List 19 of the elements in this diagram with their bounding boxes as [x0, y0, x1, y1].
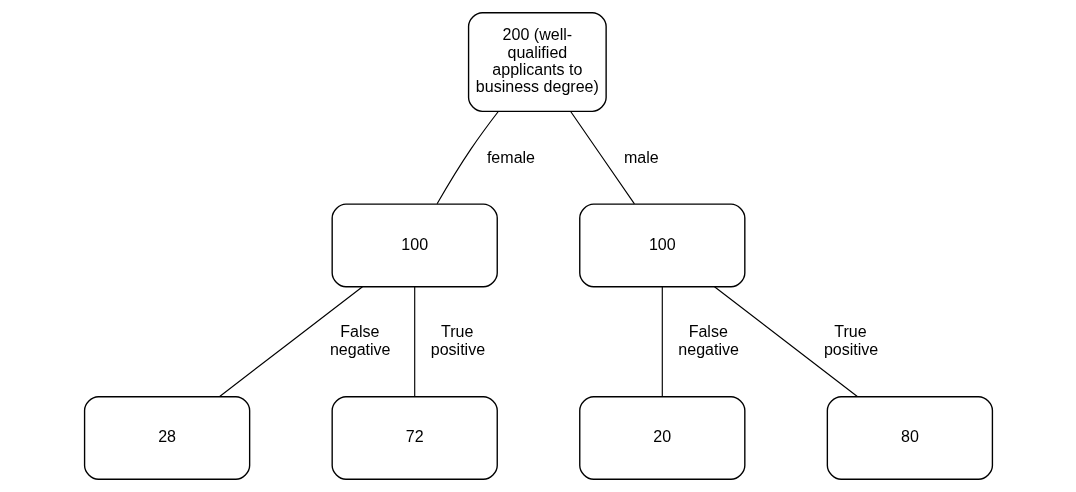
edge-label: False negative: [329, 322, 391, 358]
connector: [218, 286, 363, 398]
edge-label: male: [623, 147, 659, 166]
node-box: 100: [578, 203, 746, 288]
node-box: 100: [331, 203, 498, 288]
edge-label: female: [486, 147, 535, 166]
node-box: 20: [578, 396, 746, 480]
connector: [436, 110, 499, 205]
edge-label: False negative: [677, 322, 739, 358]
node-box: 28: [83, 396, 250, 480]
node-box: 200 (well-qualified applicants to business degree): [467, 12, 607, 112]
connector: [661, 286, 663, 398]
connector: [569, 111, 635, 205]
node-box: 72: [331, 396, 498, 480]
node-box: 80: [826, 396, 993, 480]
edge-label: True positive: [430, 322, 485, 358]
edge-label: True positive: [823, 322, 878, 358]
connector: [413, 286, 415, 398]
connector: [713, 286, 858, 398]
